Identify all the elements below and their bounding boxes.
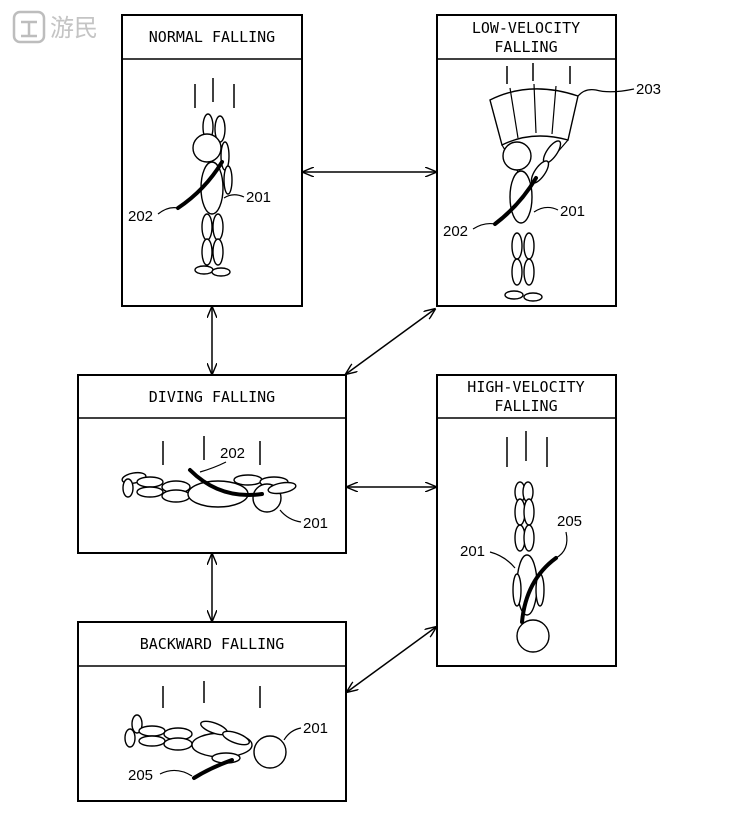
motion-lines <box>506 431 548 467</box>
panel-high-velocity-falling: HIGH-VELOCITY FALLING 201 205 <box>436 374 617 667</box>
panel-diving-falling: DIVING FALLING 202 201 <box>77 374 347 554</box>
ref-label-202: 202 <box>220 445 245 462</box>
panel-normal-falling: NORMAL FALLING 201 202 <box>121 14 303 307</box>
ref-label-203: 203 <box>636 81 661 98</box>
panel-title-line2: FALLING <box>494 38 557 56</box>
belt-202 <box>493 176 538 226</box>
ref-label-202: 202 <box>128 208 153 225</box>
belt-202 <box>188 468 264 497</box>
ref-label-201: 201 <box>303 720 328 737</box>
panel-title: NORMAL FALLING <box>149 28 275 46</box>
ref-label-201: 201 <box>560 203 585 220</box>
belt-205 <box>192 758 234 780</box>
panel-title-line1: HIGH-VELOCITY <box>467 378 584 396</box>
motion-lines <box>506 63 571 84</box>
ref-label-205: 205 <box>557 513 582 530</box>
person-figure-backward <box>124 714 287 769</box>
watermark-text: 游民 <box>50 14 98 42</box>
motion-lines <box>162 681 261 708</box>
ref-label-201: 201 <box>460 543 485 560</box>
motion-lines <box>162 436 261 465</box>
belt-202 <box>176 160 224 210</box>
arrow-high-backward <box>347 627 436 692</box>
panel-title-line1: LOW-VELOCITY <box>472 19 580 37</box>
watermark-logo: 游民 <box>12 10 98 44</box>
motion-lines <box>194 78 235 108</box>
transition-arrows <box>212 172 436 692</box>
panel-title-line2: FALLING <box>494 397 557 415</box>
ref-label-201: 201 <box>303 515 328 532</box>
person-figure-high <box>512 481 550 653</box>
panel-backward-falling: BACKWARD FALLING 201 205 <box>77 621 347 802</box>
ref-label-201: 201 <box>246 189 271 206</box>
panel-title: BACKWARD FALLING <box>140 635 285 653</box>
ref-label-202: 202 <box>443 223 468 240</box>
belt-205 <box>520 556 558 624</box>
ref-label-205: 205 <box>128 767 153 784</box>
panel-title: DIVING FALLING <box>149 388 275 406</box>
person-figure-low <box>502 140 562 302</box>
arrow-low-diving <box>346 309 435 374</box>
panel-low-velocity-falling: LOW-VELOCITY FALLING 203 201 <box>436 14 661 307</box>
person-figure-diving <box>121 471 297 513</box>
